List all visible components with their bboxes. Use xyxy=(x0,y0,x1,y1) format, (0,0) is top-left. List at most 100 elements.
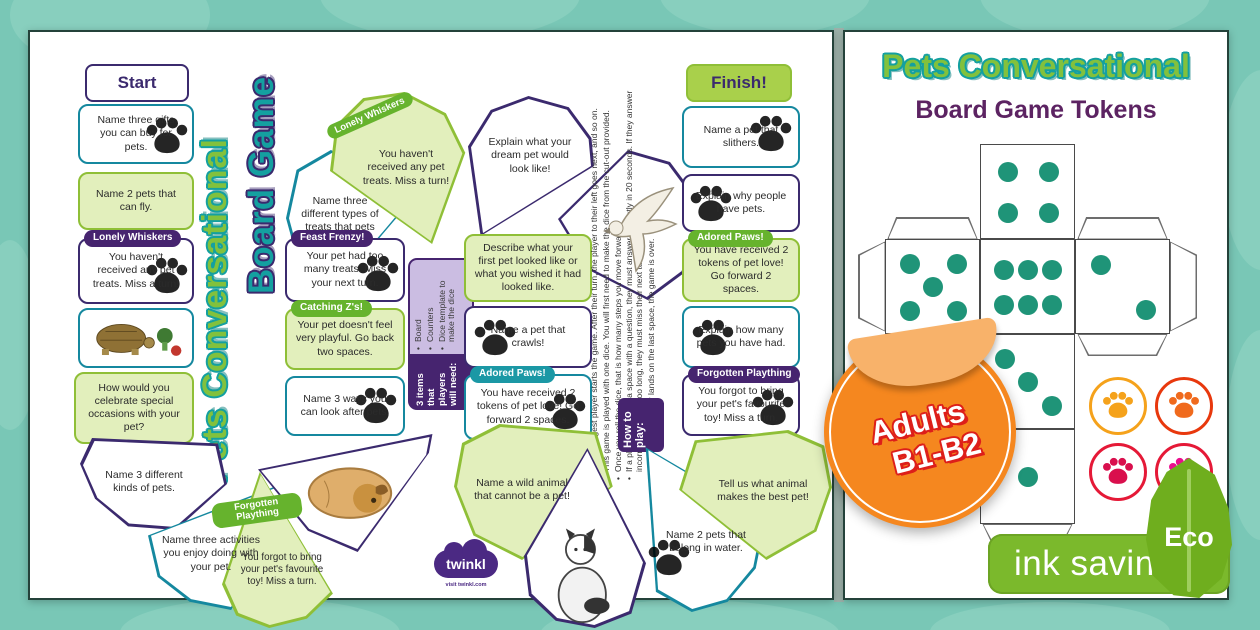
dice-glue-tab xyxy=(1077,333,1168,356)
board-space-how-many-pets: Explain how many pets you have had. xyxy=(682,306,800,368)
item: Counters xyxy=(425,266,436,350)
dice-pip xyxy=(995,349,1015,369)
eco-label: Eco xyxy=(1164,521,1214,552)
finish-label: Finish! xyxy=(711,73,767,93)
dice-glue-tab xyxy=(858,241,886,332)
dice-pip xyxy=(1018,467,1038,487)
board-space-slithers: Name a pet that slithers. xyxy=(682,106,800,168)
dice-pip xyxy=(1091,255,1111,275)
dice-pip xyxy=(947,301,967,321)
start-label: Start xyxy=(117,73,157,93)
tab-fill xyxy=(1078,218,1167,239)
items-list: Board Counters Dice template to make the… xyxy=(413,266,470,350)
space-text: Name a pet that crawls! xyxy=(490,323,566,349)
sleeping-dog-image xyxy=(307,467,393,519)
board-space-forgotten-plaything-finish: Forgotten Plaything You forgot to bring … xyxy=(682,366,801,436)
dice-pip xyxy=(994,295,1014,315)
tab-fill xyxy=(1170,242,1196,331)
board-space-crawls: Name a pet that crawls! xyxy=(464,306,592,368)
dice-pip xyxy=(1039,162,1059,182)
space-text: You forgot to bring your pet's favourite… xyxy=(696,385,786,424)
board-title-vertical: Pets Conversational xyxy=(196,138,234,484)
dice-pip xyxy=(900,254,920,274)
space-text: You haven't received any pet treats. Mis… xyxy=(362,148,450,187)
space-text: Explain how many pets you have had. xyxy=(696,323,786,349)
leaf-vein xyxy=(1187,469,1191,593)
dice-face-6 xyxy=(980,239,1075,334)
dice-pip xyxy=(900,301,920,321)
dice-pip xyxy=(1136,300,1156,320)
white-cockatoo-image xyxy=(603,186,678,273)
dice-glue-tab xyxy=(1077,217,1168,240)
how-to-play-label-box: How to play: xyxy=(618,398,664,452)
space-text: You haven't received any pet treats. Mis… xyxy=(92,251,180,290)
dice-glue-tab xyxy=(887,217,978,240)
space-badge: Adored Paws! xyxy=(688,230,773,247)
board-space-look-after: Name 3 ways you can look after pets. xyxy=(285,376,405,436)
dice-pip xyxy=(994,260,1014,280)
twinkl-logo-text: twinkl xyxy=(446,556,486,572)
dice-pip xyxy=(1042,396,1062,416)
space-text: Tell us what animal makes the best pet! xyxy=(717,477,809,503)
token-orange-red-paw xyxy=(1155,377,1213,435)
space-text: Name three activities you enjoy doing wi… xyxy=(161,534,261,573)
ink-saving-label: ink saving xyxy=(1014,544,1175,583)
space-text: Your pet doesn't feel very playful. Go b… xyxy=(295,319,395,358)
board-space-celebrate: How would you celebrate special occasion… xyxy=(74,372,194,444)
board-space-why-pets: Explain why people have pets. xyxy=(682,174,800,232)
finish-space: Finish! xyxy=(686,64,792,102)
start-space: Start xyxy=(85,64,189,102)
space-text: Name three gifts you can buy for pets. xyxy=(97,114,175,153)
board-game-page: Pets Conversational Board Game Start Nam… xyxy=(28,30,834,628)
dice-pip xyxy=(923,277,943,297)
board-space-gifts: Name three gifts you can buy for pets. xyxy=(78,104,194,164)
token-orange-paw xyxy=(1089,377,1147,435)
space-text: Name 3 ways you can look after pets. xyxy=(300,392,390,418)
tortoise-with-vegetables-image xyxy=(96,324,182,356)
space-text: Your pet had too many treats. Miss your … xyxy=(303,250,387,289)
tab-fill xyxy=(859,242,885,331)
twinkl-logo-cloud: twinkl xyxy=(434,539,498,578)
black-and-white-cat-image xyxy=(557,528,610,624)
item: Dice template to make the dice xyxy=(437,266,458,350)
background-paw-blob xyxy=(930,602,1170,630)
tab-fill xyxy=(1078,334,1167,355)
dice-pip xyxy=(998,203,1018,223)
space-badge: Catching Z's! xyxy=(291,300,372,317)
dice-pip xyxy=(947,254,967,274)
space-text: You have received 2 tokens of pet love! … xyxy=(476,387,580,426)
dice-pip xyxy=(1039,203,1059,223)
space-text: Describe what your first pet looked like… xyxy=(474,241,582,294)
dice-face-5 xyxy=(885,239,980,334)
space-text: You have received 2 tokens of pet love! … xyxy=(693,243,789,296)
wedge-space-best-pet: Tell us what animal makes the best pet! xyxy=(676,430,832,560)
wedge-space-cat-image xyxy=(524,448,646,628)
space-badge: Adored Paws! xyxy=(470,366,555,383)
wedge-space-treats: Name three different types of treats tha… xyxy=(286,150,418,292)
dice-pip xyxy=(1018,295,1038,315)
space-text: Name 2 pets that belong in water. xyxy=(666,528,746,554)
wedge-space-water-pets: Name 2 pets that belong in water. xyxy=(638,444,766,612)
board-space-adored-paws-finish: Adored Paws! You have received 2 tokens … xyxy=(682,230,800,302)
space-badge: Forgotten Plaything xyxy=(688,366,801,383)
board-space-feast-frenzy: Feast Frenzy! Your pet had too many trea… xyxy=(285,230,405,302)
wedge-space-kinds-of-pets: Name 3 different kinds of pets. xyxy=(80,438,230,530)
paw-icon xyxy=(1169,391,1199,418)
wedge-space-dream-pet: Explain what your dream pet would look l… xyxy=(468,96,594,236)
level-badge-text: Adults B1-B2 xyxy=(804,316,1037,549)
token-crimson-paw xyxy=(1089,443,1147,501)
dice-pip xyxy=(1018,260,1038,280)
space-badge: Feast Frenzy! xyxy=(291,230,374,247)
twinkl-tagline: visit twinkl.com xyxy=(445,582,487,588)
paw-icon xyxy=(1103,457,1133,484)
paw-icon xyxy=(1103,391,1133,418)
background-paw-blob xyxy=(1226,330,1260,540)
space-text: Name 3 different kinds of pets. xyxy=(105,468,183,494)
space-text: Name a pet that slithers. xyxy=(703,123,779,149)
dice-glue-tab xyxy=(1169,241,1197,332)
board-space-lonely-whiskers: Lonely Whiskers You haven't received any… xyxy=(78,230,194,304)
twinkl-logo: twinkl visit twinkl.com xyxy=(426,539,506,588)
space-text: Explain what your dream pet would look l… xyxy=(488,136,572,175)
wedge-space-lonely-whiskers-fan: Lonely Whiskers You haven't received any… xyxy=(324,90,468,244)
